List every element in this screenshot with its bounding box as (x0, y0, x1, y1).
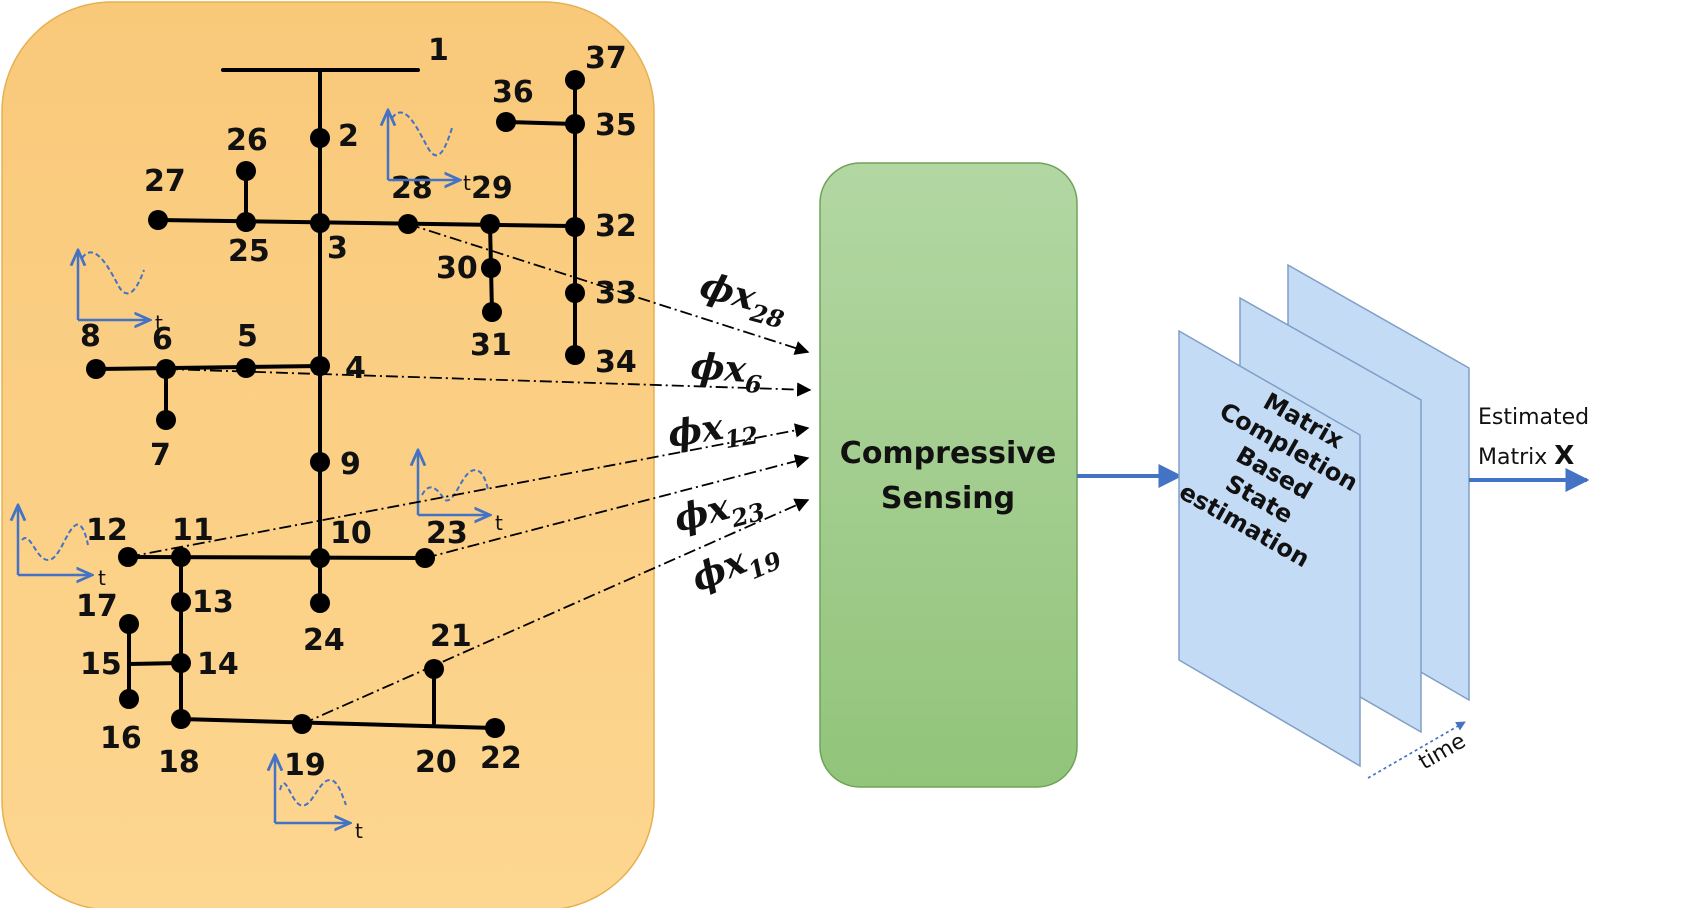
mini-plot-axis-label: t (155, 311, 163, 335)
arrow-x28 (407, 223, 810, 355)
node-25 (236, 212, 256, 232)
node-label-30: 30 (436, 251, 478, 286)
arrow-x6 (165, 368, 812, 397)
node-label-37: 37 (585, 41, 627, 76)
arrow-x12 (127, 423, 810, 558)
cs-label-line2: Sensing (881, 481, 1015, 516)
matrix-panel-front (1178, 329, 1361, 768)
node-label-28: 28 (391, 171, 433, 206)
node-label-20: 20 (415, 745, 457, 780)
node-label-2: 2 (338, 119, 359, 154)
node-10 (310, 548, 330, 568)
node-label-34: 34 (595, 345, 637, 380)
compressive-sensing-box (819, 162, 1078, 788)
mini-plot-6: t (78, 250, 163, 335)
meas-label-x23: ϕx23 (669, 477, 767, 547)
measurement-labels: ϕx28 ϕx6 ϕx12 ϕx23 ϕx19 (665, 264, 793, 607)
mini-plot-19: t (275, 755, 363, 843)
node-label-3: 3 (327, 231, 348, 266)
node-2 (310, 128, 330, 148)
node-label-25: 25 (228, 234, 270, 269)
node-label-27: 27 (144, 164, 186, 199)
mini-plot-axis-label: t (98, 566, 106, 590)
node-24 (310, 593, 330, 613)
meas-label-x6: ϕx6 (689, 345, 765, 399)
node-label-31: 31 (470, 328, 512, 363)
node-label-1: 1 (428, 33, 449, 68)
mini-plot-axis-label: t (463, 171, 471, 195)
node-8 (86, 359, 106, 379)
meas-label-x12: ϕx12 (665, 401, 760, 463)
node-label-29: 29 (471, 171, 513, 206)
node-label-33: 33 (595, 276, 637, 311)
time-arrow (1367, 721, 1466, 779)
node-label-24: 24 (303, 623, 345, 658)
node-14 (171, 653, 191, 673)
node-label-23: 23 (426, 516, 468, 551)
meas-label-x19: ϕx19 (685, 527, 786, 607)
node-label-21: 21 (430, 619, 472, 654)
node-label-26: 26 (226, 123, 268, 158)
node-27 (148, 210, 168, 230)
node-31 (482, 302, 502, 322)
feeder-labels: 1 2 3 4 5 6 7 8 9 10 11 12 13 14 15 16 1… (76, 33, 637, 783)
node-16 (119, 689, 139, 709)
node-label-19: 19 (284, 748, 326, 783)
node-36 (496, 112, 516, 132)
node-29 (480, 214, 500, 234)
node-label-18: 18 (158, 745, 200, 780)
node-30 (481, 258, 501, 278)
node-7 (156, 410, 176, 430)
node-label-16: 16 (100, 721, 142, 756)
node-label-17: 17 (76, 589, 118, 624)
node-label-10: 10 (330, 516, 372, 551)
node-4 (310, 356, 330, 376)
node-32 (565, 217, 585, 237)
node-label-13: 13 (192, 585, 234, 620)
mini-plot-12: t (18, 505, 106, 590)
output-label-line2: Matrix X (1478, 441, 1574, 471)
node-33 (565, 283, 585, 303)
node-5 (236, 358, 256, 378)
node-label-6: 6 (152, 322, 173, 357)
output-label-line1: Estimated (1478, 405, 1589, 430)
node-label-12: 12 (86, 513, 128, 548)
node-18 (171, 709, 191, 729)
node-label-9: 9 (340, 447, 361, 482)
node-label-4: 4 (345, 351, 366, 386)
node-label-5: 5 (237, 319, 258, 354)
node-label-32: 32 (595, 209, 637, 244)
node-label-7: 7 (150, 438, 171, 473)
measurement-arrows (127, 223, 812, 725)
node-label-14: 14 (197, 647, 239, 682)
mini-plot-23: t (418, 450, 503, 535)
node-34 (565, 345, 585, 365)
node-label-8: 8 (80, 319, 101, 354)
node-label-15: 15 (80, 647, 122, 682)
node-9 (310, 452, 330, 472)
node-label-35: 35 (595, 108, 637, 143)
node-17 (119, 614, 139, 634)
node-label-11: 11 (172, 513, 214, 548)
node-3 (310, 213, 330, 233)
mini-plot-axis-label: t (355, 819, 363, 843)
node-22 (485, 718, 505, 738)
mini-plot-28: t (388, 110, 471, 195)
node-label-22: 22 (480, 741, 522, 776)
node-label-36: 36 (492, 75, 534, 110)
cs-label-line1: Compressive (840, 436, 1056, 471)
mini-plot-axis-label: t (495, 511, 503, 535)
node-26 (236, 161, 256, 181)
node-35 (565, 114, 585, 134)
node-13 (171, 592, 191, 612)
arrow-x19 (301, 498, 810, 725)
node-37 (565, 70, 585, 90)
meas-label-x28: ϕx28 (694, 264, 793, 334)
node-11 (171, 547, 191, 567)
